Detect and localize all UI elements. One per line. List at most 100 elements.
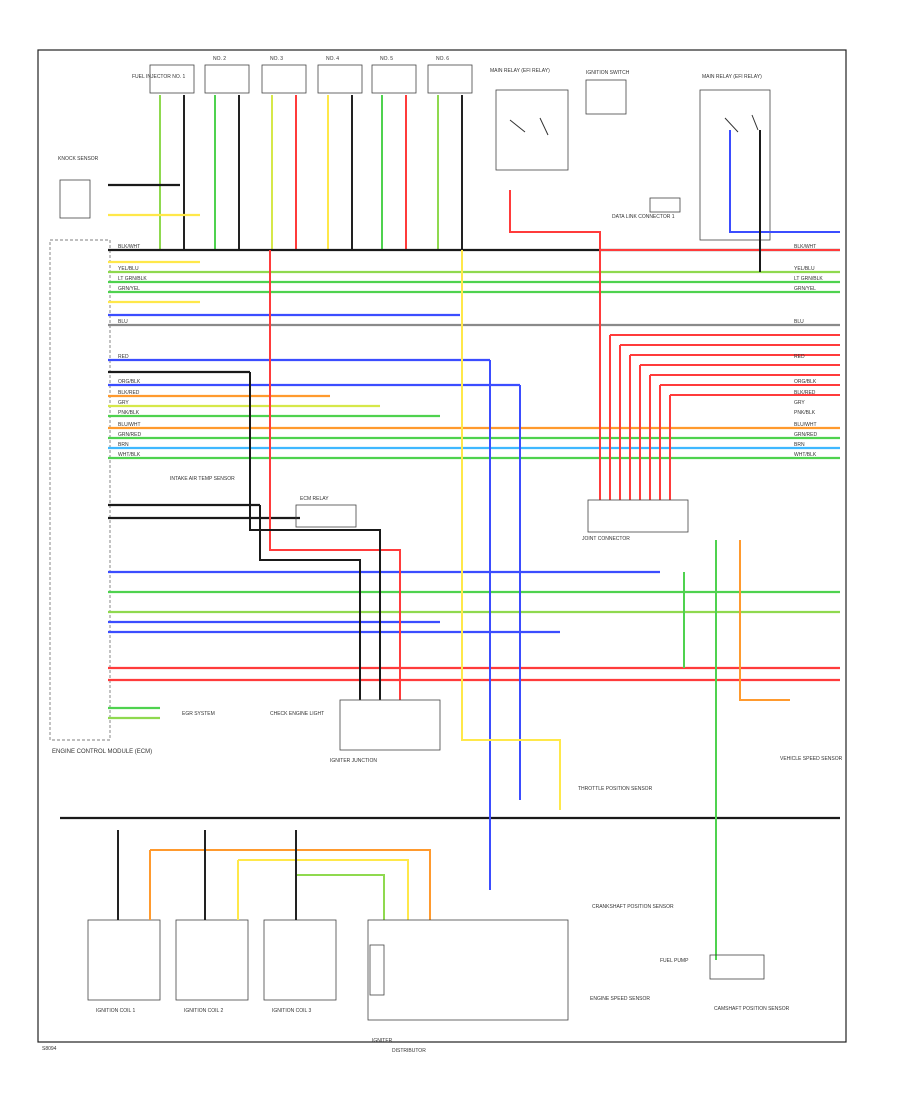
main-relay-right-box	[699, 89, 771, 241]
injector-3-box	[261, 64, 307, 94]
ignition-coils: IGNITION COIL 1 IGNITION COIL 2 IGNITION…	[87, 919, 337, 1014]
wire-color-label-right: GRY	[794, 400, 805, 406]
ignition-coil-3-label: IGNITION COIL 3	[272, 1008, 311, 1014]
wire-color-label: BLU/WHT	[118, 422, 141, 428]
footer-code: S8094	[42, 1046, 57, 1052]
main-relay-left-label: MAIN RELAY (EFI RELAY)	[490, 68, 550, 74]
ignition-switch-box	[585, 79, 627, 115]
vwire-black-1	[249, 372, 381, 700]
wire-color-label-right: GRN/YEL	[794, 286, 816, 292]
wire-color-label-right: PNK/BLK	[794, 410, 816, 416]
injector-6-box	[427, 64, 473, 94]
wire-color-label: YEL/BLU	[118, 266, 139, 272]
ignition-coil-1-label: IGNITION COIL 1	[96, 1008, 135, 1014]
knock-sensor-box	[59, 179, 91, 219]
note-egr: EGR SYSTEM	[182, 711, 215, 717]
wire-color-label: BLK/WHT	[118, 244, 140, 250]
wire-color-label-right: WHT/BLK	[794, 452, 817, 458]
red-fan-6	[639, 364, 840, 500]
vertical-wires	[249, 130, 840, 960]
wire-color-label: GRN/RED	[118, 432, 141, 438]
injector-label-2: NO. 2	[213, 56, 226, 62]
joint-connector-box	[587, 499, 689, 533]
injector-4-box	[317, 64, 363, 94]
ignition-coil-1-box	[87, 919, 161, 1001]
wire-color-label-right: BRN	[794, 442, 805, 448]
injector-1-box	[149, 64, 195, 94]
injector-label-1: FUEL INJECTOR NO. 1	[132, 74, 186, 80]
wire-color-label: BRN	[118, 442, 129, 448]
igniter-junction-box	[339, 699, 441, 751]
wire-color-label-right: ORG/BLK	[794, 379, 817, 385]
main-relay-right-group: MAIN RELAY (EFI RELAY)	[699, 74, 771, 241]
wire-color-label-right: BLK/WHT	[794, 244, 816, 250]
wire-color-label: BLU	[118, 319, 128, 325]
vehicle-speed-label: VEHICLE SPEED SENSOR	[780, 756, 843, 762]
vwire-black-2	[259, 505, 361, 700]
injector-label-5: NO. 5	[380, 56, 393, 62]
vwire-red-1	[269, 250, 401, 700]
joint-connector-label: JOINT CONNECTOR	[582, 536, 630, 542]
wire-color-label: BLK/RED	[118, 390, 140, 396]
injector-label-6: NO. 6	[436, 56, 449, 62]
camshaft-sensor-box	[709, 954, 765, 980]
igniter-module-box	[369, 944, 385, 996]
wire-color-label-right: YEL/BLU	[794, 266, 815, 272]
camshaft-label: CAMSHAFT POSITION SENSOR	[714, 1006, 790, 1012]
red-fan-4	[619, 344, 840, 500]
main-relay-left-switch-icon	[509, 117, 549, 136]
bus-wires	[60, 183, 840, 820]
distributor-label: DISTRIBUTOR	[392, 1048, 426, 1054]
ecm-title: ENGINE CONTROL MODULE (ECM)	[52, 749, 152, 755]
diagram-border	[37, 49, 847, 1043]
wire-color-label: GRY	[118, 400, 129, 406]
crank-label: CRANKSHAFT POSITION SENSOR	[592, 904, 674, 910]
note-check-engine: CHECK ENGINE LIGHT	[270, 711, 324, 717]
wire-color-label-right: LT GRN/BLK	[794, 276, 823, 282]
red-fan-wires	[509, 190, 840, 500]
wire-color-label-right: BLK/RED	[794, 390, 816, 396]
injector-2-box	[204, 64, 250, 94]
wire-color-label: RED	[118, 354, 129, 360]
wire-color-label: LT GRN/BLK	[118, 276, 147, 282]
knock-sensor-label: KNOCK SENSOR	[58, 156, 99, 162]
main-relay-left-group: MAIN RELAY (EFI RELAY)	[490, 68, 569, 171]
wire-color-label-right: BLU/WHT	[794, 422, 817, 428]
red-fan-3	[609, 334, 840, 500]
injector-label-4: NO. 4	[326, 56, 339, 62]
injector-5-box	[371, 64, 417, 94]
throttle-position-label: THROTTLE POSITION SENSOR	[578, 786, 653, 792]
red-fan-5	[629, 354, 840, 500]
vwire-blue-relay	[729, 130, 840, 233]
wire-color-label: GRN/YEL	[118, 286, 140, 292]
notes: INTAKE AIR TEMP SENSOR EGR SYSTEM CHECK …	[170, 476, 324, 717]
engine-speed-label: ENGINE SPEED SENSOR	[590, 996, 650, 1002]
vwire-orange	[739, 540, 790, 701]
data-link-label: DATA LINK CONNECTOR 1	[612, 214, 675, 220]
ignition-switch-label: IGNITION SWITCH	[586, 70, 630, 76]
main-relay-right-switch-icon	[724, 114, 759, 133]
coil-wires	[117, 830, 431, 920]
red-fan-1	[509, 190, 840, 251]
ecm-relay-label: ECM RELAY	[300, 496, 329, 502]
wire-color-label: ORG/BLK	[118, 379, 141, 385]
red-fan-7	[649, 374, 840, 500]
wire-color-label-right: RED	[794, 354, 805, 360]
main-relay-right-label: MAIN RELAY (EFI RELAY)	[702, 74, 762, 80]
wire-color-label-right: BLU	[794, 319, 804, 325]
ecm-relay-box	[295, 504, 357, 528]
ignition-coil-2-box	[175, 919, 249, 1001]
injector-group: FUEL INJECTOR NO. 1 NO. 2 NO. 3 NO. 4 NO…	[132, 56, 473, 94]
main-relay-left-box	[495, 89, 569, 171]
engine-speed-group: ENGINE SPEED SENSOR	[590, 996, 650, 1002]
red-fan-8	[659, 384, 840, 500]
igniter-group: IGNITER DISTRIBUTOR	[367, 919, 569, 1054]
fuel-pump-label: FUEL PUMP	[660, 958, 689, 964]
joint-connector-group: JOINT CONNECTOR IGNITER JUNCTION ECM REL…	[295, 496, 689, 764]
coil-wire-black-2	[117, 830, 206, 920]
note-intake: INTAKE AIR TEMP SENSOR	[170, 476, 235, 482]
coil-wire-lgreen	[296, 874, 385, 920]
wire-color-label-right: GRN/RED	[794, 432, 817, 438]
